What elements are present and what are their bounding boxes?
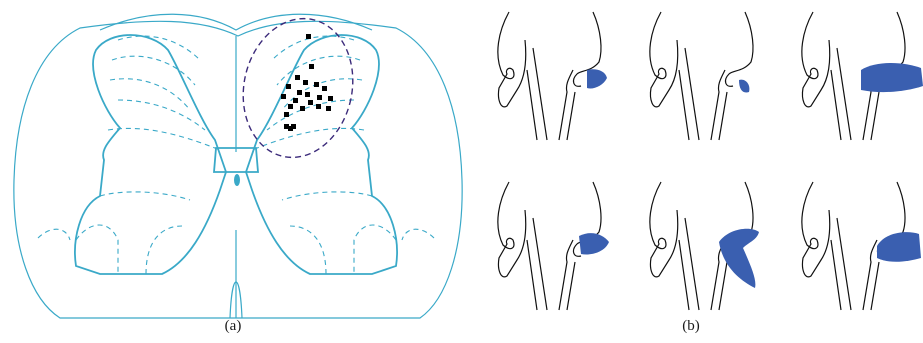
cell-marker bbox=[286, 84, 291, 89]
cell-marker bbox=[303, 80, 308, 85]
lesion-cell-4 bbox=[498, 182, 609, 310]
lesion-cell-3 bbox=[802, 12, 923, 140]
lesion-cell-6 bbox=[802, 182, 921, 310]
lesion-fill bbox=[579, 233, 609, 254]
cell-marker bbox=[284, 112, 289, 117]
cell-marker bbox=[309, 64, 314, 69]
outer-cord-outline bbox=[14, 21, 462, 318]
panel-a-caption: (a) bbox=[203, 318, 263, 335]
cell-marker bbox=[295, 75, 300, 80]
cell-marker bbox=[326, 106, 331, 111]
cell-marker bbox=[288, 104, 293, 109]
cell-marker bbox=[314, 82, 319, 87]
lesion-fill bbox=[739, 80, 749, 93]
cell-marker bbox=[322, 86, 327, 91]
lesion-cell-1 bbox=[498, 12, 607, 140]
cell-marker bbox=[306, 34, 311, 39]
lesion-fill bbox=[877, 232, 921, 262]
cell-marker bbox=[288, 126, 293, 131]
lesion-grid bbox=[475, 0, 923, 343]
cell-marker bbox=[317, 95, 322, 100]
cell-marker bbox=[281, 94, 286, 99]
cell-marker bbox=[297, 90, 302, 95]
central-canal bbox=[234, 174, 240, 186]
cell-marker bbox=[308, 100, 313, 105]
lesion-cell-5 bbox=[650, 182, 759, 310]
roi-ellipse bbox=[231, 8, 366, 167]
lesion-fill bbox=[861, 63, 923, 92]
cell-marker bbox=[300, 106, 305, 111]
spinal-cord-section-diagram bbox=[0, 0, 475, 343]
cell-marker bbox=[293, 98, 298, 103]
cell-marker bbox=[305, 92, 310, 97]
panel-b: (b) bbox=[475, 0, 923, 343]
cell-marker bbox=[316, 104, 321, 109]
lesion-cell-2 bbox=[650, 12, 753, 140]
lesion-fill bbox=[719, 229, 759, 288]
cell-markers bbox=[281, 34, 333, 131]
cell-marker bbox=[328, 96, 333, 101]
panel-b-caption: (b) bbox=[661, 318, 721, 335]
lesion-fill bbox=[587, 69, 607, 88]
panel-a: (a) bbox=[0, 0, 475, 343]
